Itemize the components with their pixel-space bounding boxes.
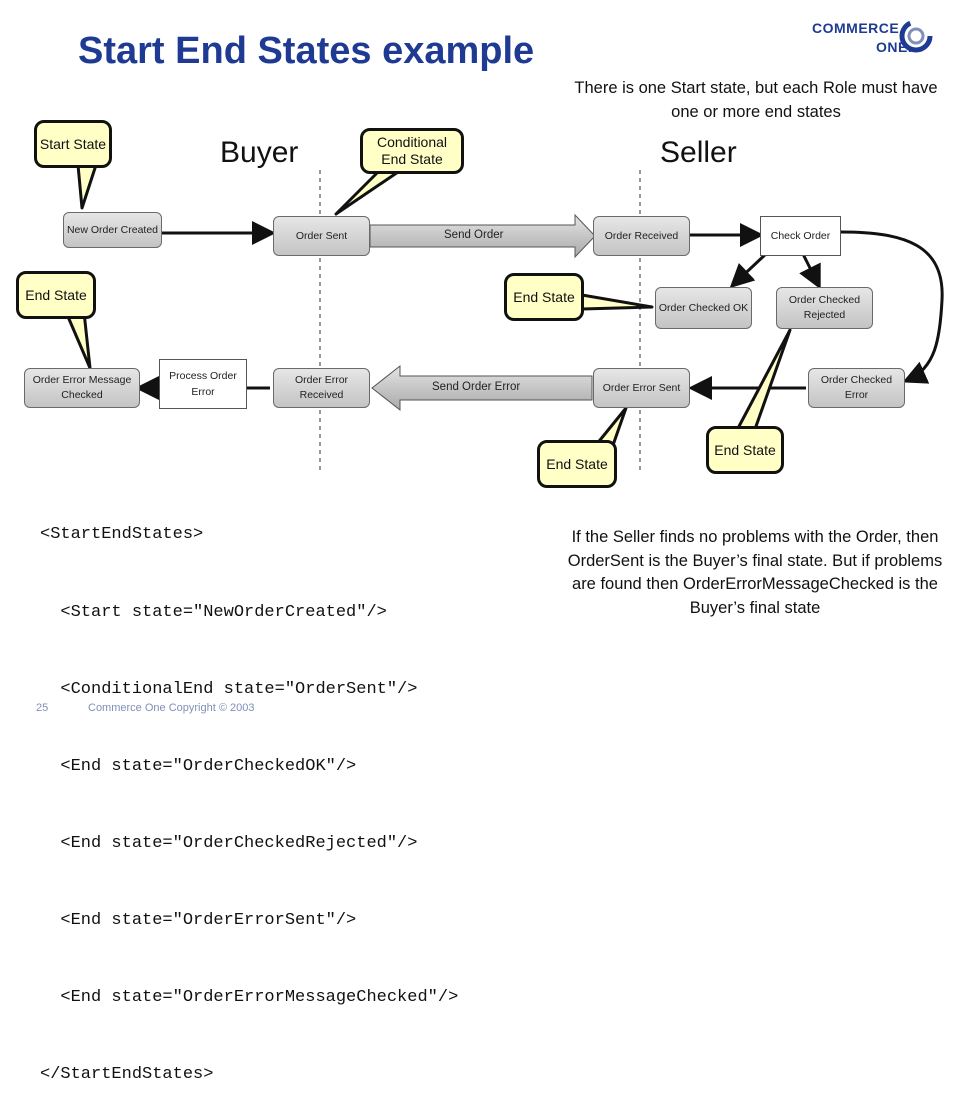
xml-code-listing: <StartEndStates> <Start state="NewOrderC… [40, 471, 458, 1113]
footer-copyright: Commerce One Copyright © 2003 [88, 702, 255, 714]
send-order-label: Send Order [444, 229, 504, 241]
top-note: There is one Start state, but each Role … [574, 79, 938, 121]
bottom-note: If the Seller finds no problems with the… [567, 528, 943, 617]
callout-pointer-end-ok [580, 293, 654, 311]
callout-pointer-conditional-end [334, 168, 400, 216]
task-check-order[interactable]: Check Order [760, 216, 841, 256]
callout-end-state-left: End State [16, 271, 96, 319]
page-number: 25 [36, 702, 49, 714]
code-line: <End state="OrderCheckedRejected"/> [40, 833, 418, 853]
code-line: <End state="OrderCheckedOK"/> [40, 756, 357, 776]
code-line: <End state="OrderErrorMessageChecked"/> [40, 987, 459, 1007]
transition-check-to-rejected [799, 251, 821, 290]
state-order-checked-error[interactable]: Order Checked Error [808, 368, 905, 408]
state-order-checked-ok[interactable]: Order Checked OK [655, 287, 752, 329]
callout-end-state-error-sent: End State [537, 440, 617, 488]
state-new-order-created[interactable]: New Order Created [63, 212, 162, 248]
logo-globe-icon [899, 19, 933, 53]
transition-check-to-error [840, 230, 944, 384]
state-order-error-received[interactable]: Order Error Received [273, 368, 370, 408]
callout-end-state-rejected: End State [706, 426, 784, 474]
callout-conditional-end-state: Conditional End State [360, 128, 464, 174]
logo-text-line1: COMMERCE [812, 20, 900, 36]
state-order-error-sent[interactable]: Order Error Sent [593, 368, 690, 408]
lane-label-seller: Seller [660, 136, 737, 169]
state-order-received[interactable]: Order Received [593, 216, 690, 256]
state-order-checked-rejected[interactable]: Order Checked Rejected [776, 287, 873, 329]
callout-pointer-end-rejected [734, 328, 792, 434]
send-order-arrow [369, 213, 596, 259]
send-order-error-label: Send Order Error [432, 381, 521, 393]
code-line: <ConditionalEnd state="OrderSent"/> [40, 679, 418, 699]
state-order-sent[interactable]: Order Sent [273, 216, 370, 256]
lane-label-buyer: Buyer [220, 136, 299, 169]
code-line: <Start state="NewOrderCreated"/> [40, 602, 387, 622]
transition-check-to-ok [729, 250, 770, 289]
code-line: </StartEndStates> [40, 1065, 214, 1085]
send-order-error-arrow [371, 364, 593, 412]
commerce-one-logo: COMMERCE ONE. [812, 19, 933, 60]
callout-pointer-end-left [64, 310, 92, 370]
callout-start-state: Start State [34, 120, 112, 168]
callout-pointer-start-state [76, 163, 98, 210]
task-process-order-error[interactable]: Process Order Error [159, 359, 247, 409]
code-line: <StartEndStates> [40, 525, 204, 545]
code-line: <End state="OrderErrorSent"/> [40, 910, 357, 930]
state-order-error-message-checked[interactable]: Order Error Message Checked [24, 368, 140, 408]
callout-end-state-ok: End State [504, 273, 584, 321]
slide-title: Start End States example [78, 30, 535, 72]
